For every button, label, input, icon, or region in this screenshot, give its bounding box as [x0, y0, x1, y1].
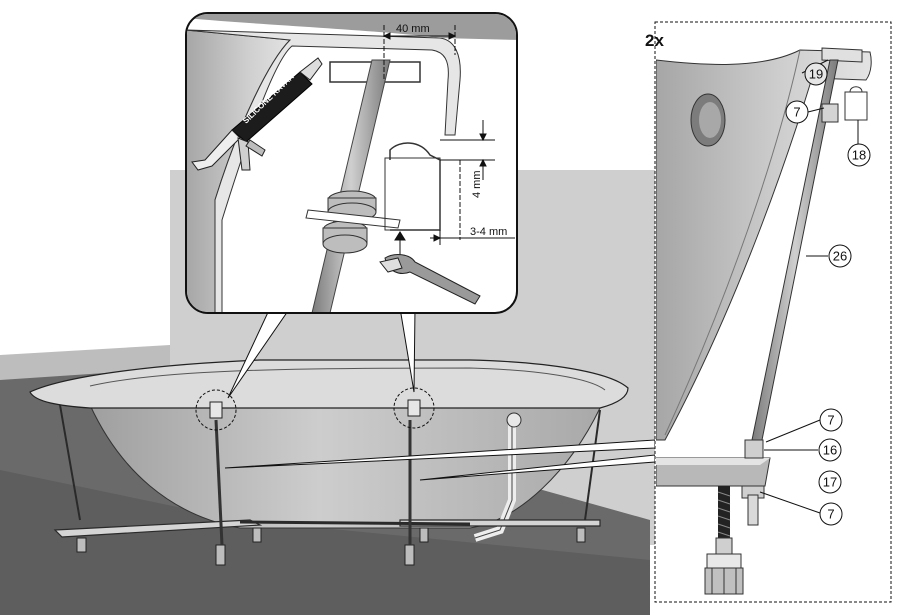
- dimension-offset-label: 3-4 mm: [470, 226, 507, 238]
- floor-shade: [0, 470, 650, 615]
- callout-7-top: 7: [785, 100, 809, 124]
- svg-text:7: 7: [793, 105, 800, 120]
- detail-multiplier: 2x: [645, 31, 664, 50]
- callout-7-middle: 7: [819, 408, 843, 432]
- callout-26: 26: [828, 244, 852, 268]
- dimension-offset: [430, 230, 515, 245]
- callout-18: 18: [847, 143, 871, 167]
- detail-tub-shell: [656, 49, 872, 441]
- svg-text:26: 26: [833, 249, 847, 264]
- tub-rim: [29, 359, 629, 409]
- callout-7-bottom: 7: [819, 502, 843, 526]
- washer: [305, 209, 401, 229]
- top-inset: SILICONE RAVAK 40 mm 4 mm: [185, 12, 518, 314]
- inset-rim-profile: [187, 29, 461, 312]
- dimension-gap: [382, 25, 457, 80]
- callouts: 19 7 18 26 7 16 17 7: [785, 62, 871, 526]
- detail-marker-left: [195, 389, 237, 431]
- tub-inner-edge: [89, 367, 606, 391]
- svg-text:7: 7: [827, 507, 834, 522]
- detail-panel: 2x: [645, 21, 892, 603]
- svg-text:16: 16: [823, 443, 837, 458]
- detail-foot: [704, 486, 744, 595]
- callout-17: 17: [818, 470, 842, 494]
- wrench-icon: [379, 254, 481, 305]
- detail-rim-bracket: [821, 47, 863, 63]
- bathtub: [29, 359, 629, 566]
- callout-16: 16: [818, 438, 842, 462]
- dimension-height: [440, 120, 495, 240]
- adjustable-feet: [76, 527, 586, 566]
- dimension-gap-label: 40 mm: [396, 23, 430, 35]
- support-rods: [214, 419, 412, 546]
- svg-text:18: 18: [852, 148, 866, 163]
- detail-marker-right: [393, 387, 435, 429]
- svg-text:7: 7: [827, 413, 834, 428]
- svg-text:19: 19: [809, 67, 823, 82]
- arrow-up-icon: [394, 231, 406, 258]
- dimension-height-label: 4 mm: [471, 171, 483, 199]
- inset-pointers: [227, 307, 416, 399]
- svg-text:17: 17: [823, 475, 837, 490]
- callout-19: 19: [804, 62, 828, 86]
- overflow-fitting: [506, 412, 522, 428]
